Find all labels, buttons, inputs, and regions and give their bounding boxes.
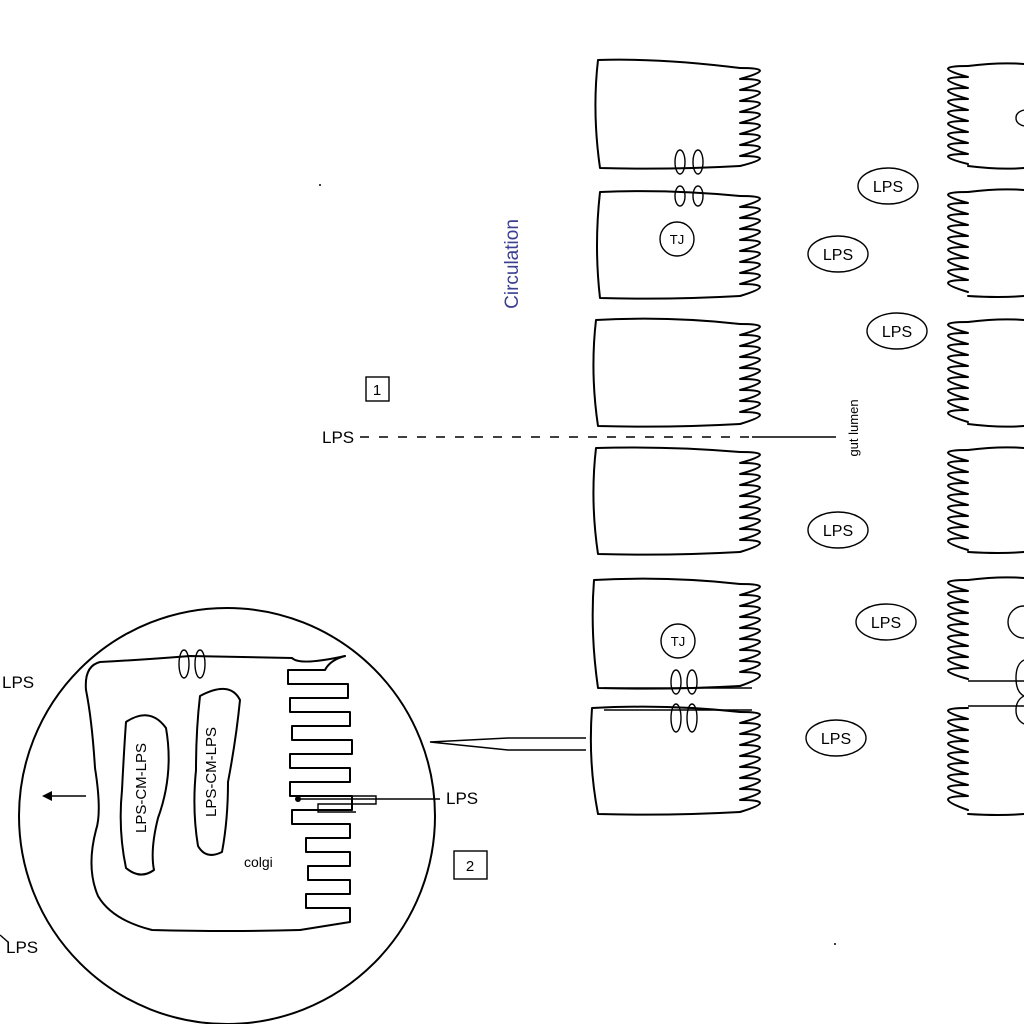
- circulation-label: Circulation: [502, 219, 523, 309]
- tj-marker-top: TJ: [659, 221, 695, 257]
- enterocyte: [967, 551, 1024, 554]
- lps-exit-bottom-label: LPS: [6, 938, 38, 957]
- enterocyte: [591, 577, 741, 690]
- tj-label: TJ: [670, 232, 684, 247]
- route-2-transcellular: 2 LPS-CM-LPS LPS-CM-LPS colgi LPS LPS LP…: [0, 607, 586, 1024]
- tight-junction-proteins: [194, 649, 206, 679]
- magnified-microvilli: [287, 655, 353, 931]
- lps-entry-point: [295, 796, 301, 802]
- cell-nucleus-partial: [1015, 109, 1024, 127]
- tight-junction-proteins: [1015, 659, 1024, 725]
- lps-entering-label: LPS: [446, 789, 478, 808]
- lps-particle-label: LPS: [873, 179, 903, 196]
- microvilli-border: [739, 323, 761, 425]
- enterocyte: [967, 188, 1024, 193]
- microvilli-border: [947, 449, 969, 551]
- left-cell-column: TJ TJ: [589, 58, 761, 816]
- microvilli-border: [739, 451, 761, 553]
- magnified-enterocyte: [84, 655, 346, 932]
- lps-exit-top-label: LPS: [2, 673, 34, 692]
- enterocyte: [967, 423, 1024, 428]
- enterocyte: [967, 576, 1024, 581]
- stray-dot: [834, 943, 836, 945]
- microvilli-border: [947, 191, 969, 293]
- lps-particle-label: LPS: [821, 731, 851, 748]
- route-1-number: 1: [373, 382, 381, 399]
- microvilli-border: [739, 67, 761, 167]
- lps-particle-label: LPS: [871, 615, 901, 632]
- chylomicron-vesicle: [193, 688, 241, 856]
- tight-junction-proteins: [178, 649, 190, 679]
- microvilli-border: [947, 579, 969, 680]
- tj-marker-partial: [1007, 605, 1024, 639]
- lps-exit-bottom-tick: [0, 934, 9, 943]
- enterocyte: [967, 446, 1024, 451]
- enterocyte: [967, 813, 1024, 816]
- lps-particle-label: LPS: [882, 324, 912, 341]
- stray-dot: [319, 184, 321, 186]
- route-1-paracellular: 1 LPS: [322, 376, 836, 447]
- lumen-lps-particles: LPS LPS LPS LPS LPS LPS: [805, 167, 928, 757]
- microvilli-border: [739, 195, 761, 297]
- chylomicron-vesicle: [119, 714, 170, 876]
- enterocyte: [594, 58, 741, 170]
- golgi-label: colgi: [244, 854, 273, 870]
- microvilli-border: [947, 65, 969, 165]
- tj-label: TJ: [671, 634, 685, 649]
- lps-exit-arrowhead: [42, 791, 52, 801]
- zoom-connector-arrow: [429, 737, 586, 751]
- microvilli-border: [739, 583, 761, 687]
- chylomicron-label: LPS-CM-LPS: [133, 743, 150, 833]
- right-cell-column: [947, 62, 1024, 816]
- microvilli-border: [947, 321, 969, 423]
- enterocyte: [967, 295, 1024, 298]
- lps-particle-label: LPS: [823, 523, 853, 540]
- enterocyte: [592, 446, 741, 556]
- chylomicron-label: LPS-CM-LPS: [203, 727, 220, 817]
- gut-lumen-label: gut lumen: [846, 399, 861, 456]
- route-1-lps-label: LPS: [322, 428, 354, 447]
- enterocyte: [592, 317, 741, 428]
- microvilli-border: [739, 711, 761, 813]
- enterocyte: [967, 318, 1024, 323]
- tj-marker-bottom: TJ: [660, 623, 696, 659]
- route-2-number: 2: [466, 858, 474, 875]
- tight-junction-proteins: [670, 149, 704, 733]
- lps-entry-squiggle: [300, 795, 377, 813]
- microvilli-border: [947, 707, 969, 811]
- enterocyte: [589, 705, 741, 816]
- lps-particle-label: LPS: [823, 247, 853, 264]
- enterocyte: [967, 165, 1024, 170]
- enterocyte: [967, 62, 1024, 67]
- magnified-cell-circle: [18, 607, 436, 1024]
- enterocyte: [596, 190, 741, 300]
